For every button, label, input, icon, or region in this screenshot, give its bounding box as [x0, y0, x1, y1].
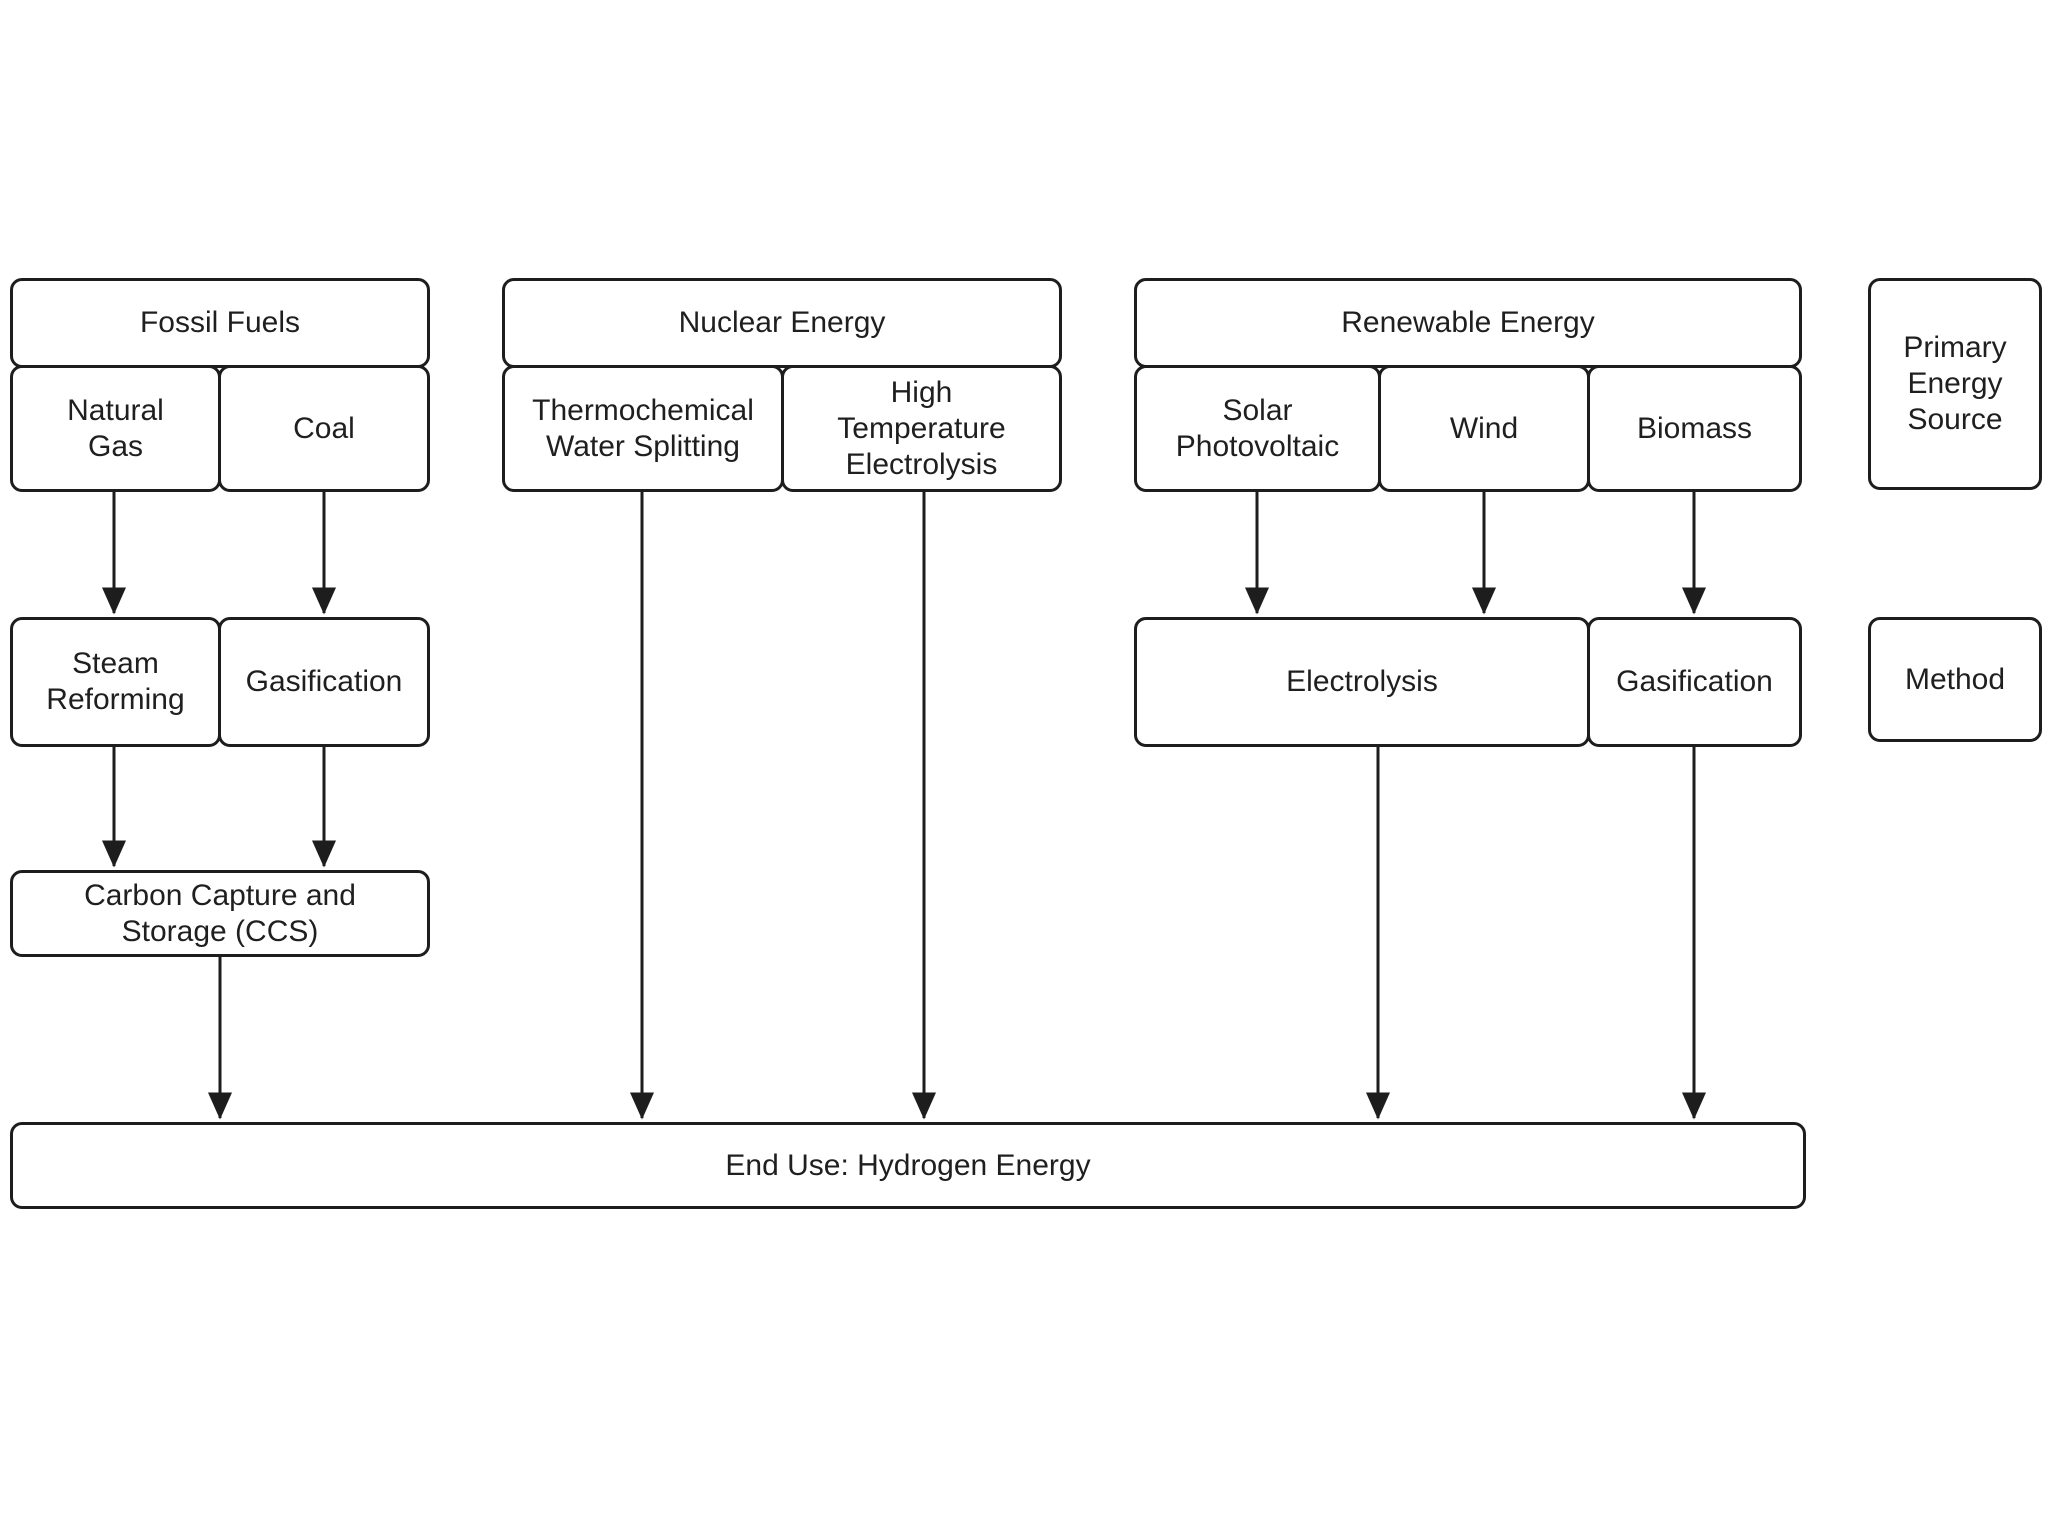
node-end-use-hydrogen-energy: End Use: Hydrogen Energy [10, 1122, 1806, 1209]
node-wind: Wind [1378, 365, 1590, 492]
node-nuclear-energy-header: Nuclear Energy [502, 278, 1062, 368]
node-gasification-fossil: Gasification [218, 617, 430, 747]
legend-method: Method [1868, 617, 2042, 742]
node-carbon-capture-storage: Carbon Capture and Storage (CCS) [10, 870, 430, 957]
node-high-temperature-electrolysis: High Temperature Electrolysis [781, 365, 1062, 492]
node-coal: Coal [218, 365, 430, 492]
node-renewable-energy-header: Renewable Energy [1134, 278, 1802, 368]
node-biomass: Biomass [1587, 365, 1802, 492]
node-steam-reforming: Steam Reforming [10, 617, 221, 747]
node-natural-gas: Natural Gas [10, 365, 221, 492]
legend-primary-energy-source: Primary Energy Source [1868, 278, 2042, 490]
node-electrolysis: Electrolysis [1134, 617, 1590, 747]
node-solar-photovoltaic: Solar Photovoltaic [1134, 365, 1381, 492]
node-thermochemical-water-splitting: Thermochemical Water Splitting [502, 365, 784, 492]
node-gasification-renewable: Gasification [1587, 617, 1802, 747]
node-fossil-fuels-header: Fossil Fuels [10, 278, 430, 368]
